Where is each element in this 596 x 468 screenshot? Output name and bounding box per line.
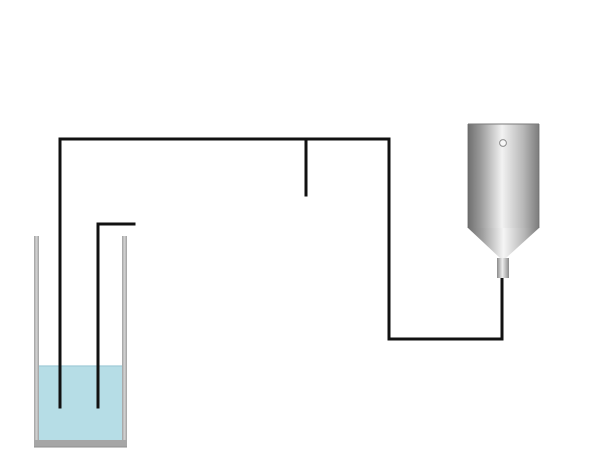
beaker [34,236,127,448]
pipeline [58,137,504,341]
beaker-right-wall [122,236,127,446]
liquid [39,366,122,440]
tank-cone [468,228,539,258]
tank [467,123,540,278]
tank-port-icon [499,139,507,147]
outlet-nozzle [497,258,509,278]
beaker-bottom [34,440,127,447]
beaker-left-wall [34,236,39,446]
